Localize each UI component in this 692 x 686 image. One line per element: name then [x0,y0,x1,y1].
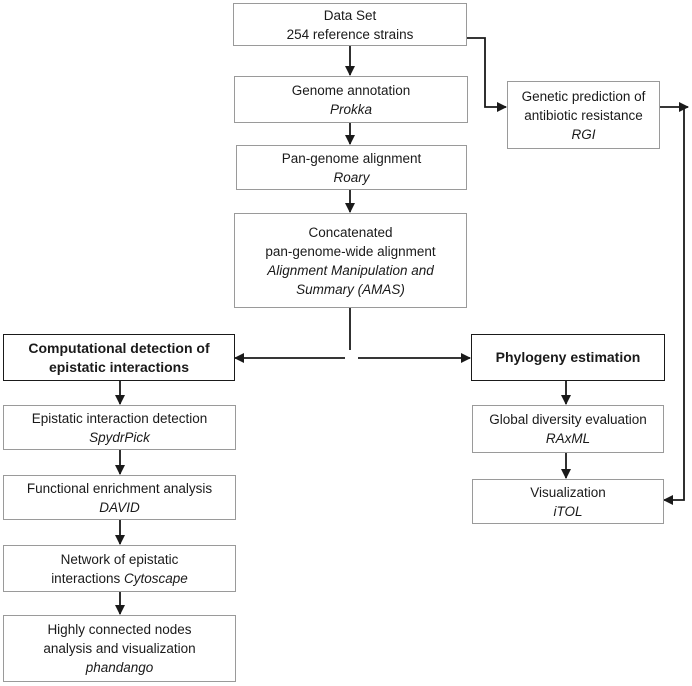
node-itol-title: Visualization [530,484,606,500]
node-network-line2: interactions Cytoscape [51,569,188,588]
node-david-tool: DAVID [99,499,140,515]
node-genome-annotation-tool: Prokka [329,101,373,117]
node-david-title: Functional enrichment analysis [26,480,213,496]
node-network-line2-text: interactions [51,570,121,586]
node-raxml-title: Global diversity evaluation [489,412,647,427]
node-concat-line1: Concatenated [308,224,393,240]
node-raxml-tool: RAxML [545,431,591,446]
node-resistance-line2: antibiotic resistance [524,107,643,123]
node-concat-tool1: Alignment Manipulation and [267,262,434,278]
node-spydrpick-title: Epistatic interaction detection [31,410,208,426]
node-resistance-line1: Genetic prediction of [521,88,646,104]
node-genome-annotation: Genome annotation Prokka [234,76,468,123]
node-epistatic-detection: Computational detection of epistatic int… [3,334,235,381]
node-phylogeny-title: Phylogeny estimation [495,349,641,365]
node-network-line1: Network of epistatic [60,551,179,567]
arrow-dataset-to-resistance [467,37,507,112]
node-phandango: Highly connected nodes analysis and visu… [3,615,236,682]
node-concat-line2: pan-genome-wide alignment [265,243,436,259]
node-david: Functional enrichment analysis DAVID [3,475,236,520]
node-itol-tool: iTOL [553,503,583,519]
arrow-right-rail-to-itol [663,107,685,505]
node-pangenome-alignment: Pan-genome alignment Roary [236,145,467,190]
node-epistatic-detection-line2: epistatic interactions [48,358,190,375]
node-dataset: Data Set 254 reference strains [233,3,467,46]
node-spydrpick-tool: SpydrPick [89,429,150,445]
node-network-tool: Cytoscape [124,570,188,586]
node-network: Network of epistatic interactions Cytosc… [3,545,236,592]
node-phylogeny-estimation: Phylogeny estimation [471,334,665,381]
node-genome-annotation-title: Genome annotation [291,82,411,98]
node-concatenated-alignment: Concatenated pan-genome-wide alignment A… [234,213,467,308]
node-antibiotic-resistance: Genetic prediction of antibiotic resista… [507,81,660,149]
node-epistatic-detection-line1: Computational detection of [28,339,210,356]
node-dataset-subtitle: 254 reference strains [286,26,414,42]
node-resistance-tool: RGI [571,126,596,142]
node-pangenome-alignment-title: Pan-genome alignment [281,150,422,166]
node-itol: Visualization iTOL [472,479,664,524]
node-phandango-line2: analysis and visualization [43,641,196,656]
node-spydrpick: Epistatic interaction detection SpydrPic… [3,405,236,450]
node-concat-tool2: Summary (AMAS) [296,281,405,297]
node-phandango-tool: phandango [85,660,154,675]
node-pangenome-alignment-tool: Roary [333,169,370,185]
node-raxml: Global diversity evaluation RAxML [472,405,664,453]
node-dataset-title: Data Set [323,7,377,23]
node-phandango-line1: Highly connected nodes [47,622,192,637]
